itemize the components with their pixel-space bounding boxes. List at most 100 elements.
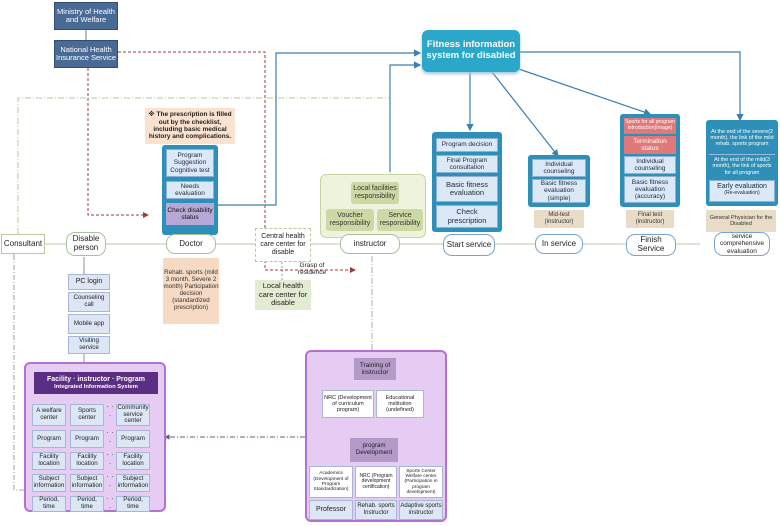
ellipsis-dots: · · ·	[106, 450, 114, 468]
nrc-text: NRC (Development of curriculum program)	[324, 394, 372, 414]
nrc2-box: NRC (Program development certification)	[355, 466, 397, 498]
final-panel-text: Termination status	[633, 137, 667, 152]
facility-cell: Facility location	[70, 452, 104, 470]
edu-text: Educational institution (undefined)	[385, 394, 415, 414]
doctor-node: Doctor	[166, 234, 216, 254]
rehab-note: Rehab. sports (mild 3 month, Severe 2 mo…	[163, 258, 219, 324]
start-panel-item: Basic fitness evaluation	[436, 176, 498, 202]
midtest-label-text: Mid-test (instructor)	[544, 212, 574, 225]
facility-cell: Facility location	[32, 452, 66, 470]
facility-cell: Subject information	[32, 474, 66, 492]
disable-person-text: Disable person	[72, 234, 100, 252]
service-eval-node: service comprehensive evaluation	[714, 232, 770, 256]
ellipsis-dots: · · ·	[106, 494, 114, 512]
start-panel: Program decision Final Program consultat…	[432, 132, 502, 232]
midtest-panel-item: Basic fitness evaluation (simple)	[532, 179, 586, 203]
nrc-box: NRC (Development of curriculum program)	[322, 390, 374, 418]
service-eval-text: service comprehensive evaluation	[719, 233, 765, 255]
midtest-panel-text: Individual counseling	[543, 160, 575, 175]
voucher-text: Voucher responsibility	[329, 212, 371, 227]
service-text: Service responsibility	[379, 212, 421, 227]
in-service-node: In service	[535, 234, 583, 254]
service-counseling-call: Counseling call	[68, 292, 110, 312]
start-service-node: Start service	[443, 234, 495, 256]
grasp-label: Grasp of residence	[292, 260, 332, 278]
facility-cell: Facility location	[116, 452, 150, 470]
program-dev-box: program Development	[350, 438, 398, 462]
local-health-box: Local health care center for disable	[255, 280, 311, 310]
grasp-text: Grasp of residence	[297, 261, 327, 276]
professor-text: Professor	[316, 506, 346, 514]
facility-cell: Period, time	[70, 496, 104, 512]
start-panel-item: Check prescription	[436, 205, 498, 228]
central-health-node: Central health care center for disable	[255, 228, 311, 262]
facility-system-title: Facility · instructor · Program Integrat…	[34, 372, 158, 394]
finish-service-text: Finish Service	[637, 235, 665, 253]
instructor-node: instructor	[340, 234, 400, 254]
nrc2-text: NRC (Program development certification)	[359, 472, 393, 490]
prescription-note: ※ The prescription is filled out by the …	[145, 108, 235, 144]
facility-cell: Program	[116, 430, 150, 448]
service-text: Counseling call	[73, 294, 105, 308]
final-panel-item: Sports for all program introduction(Imag…	[624, 118, 676, 134]
eval-panel-item: At the end of the mild(3 month), the lin…	[709, 154, 775, 178]
final-panel-item: Termination status	[624, 136, 676, 154]
consultant-node: Consultant	[1, 234, 45, 254]
service-box: Service responsibility	[377, 209, 423, 231]
midtest-panel: Individual counseling Basic fitness eval…	[528, 155, 590, 207]
local-health-text: Local health care center for disable	[258, 281, 308, 308]
facility-column-header: Community service center	[116, 403, 150, 426]
start-panel-text: Check prescription	[447, 207, 487, 225]
ellipsis-dots: · · ·	[106, 472, 114, 490]
start-panel-item: Program decision	[436, 138, 498, 152]
facility-title-line2: Integrated Information System	[54, 383, 138, 390]
final-panel-item: Basic fitness evaluation (accuracy)	[624, 176, 676, 203]
final-panel-item: Individual counseling	[624, 156, 676, 174]
general-physician-text: General Physician for the Disabled	[709, 214, 773, 227]
doctor-panel-item: Needs evaluation	[166, 181, 214, 199]
rehab-note-text: Rehab. sports (mild 3 month, Severe 2 mo…	[163, 269, 219, 311]
start-panel-text: Basic fitness evaluation	[445, 179, 489, 197]
facility-cell: Program	[32, 430, 66, 448]
facility-cell: Period, time	[32, 496, 66, 512]
re-eval-text: (Re-evaluation)	[724, 190, 760, 196]
ministry-box: Ministry of Health and Welfare	[54, 2, 118, 30]
sports-center-text: Sports Center Welfare center (Participat…	[404, 468, 438, 496]
doctor-panel: Program Suggestion Cognitive test Needs …	[162, 145, 218, 235]
start-service-text: Start service	[446, 239, 492, 249]
final-panel-text: Sports for all program introduction(Imag…	[625, 119, 675, 131]
eval-panel-text: At the end of the severe(2 month), the l…	[710, 128, 774, 148]
early-eval-text: Early evaluation	[717, 183, 767, 190]
final-panel-text: Basic fitness evaluation (accuracy)	[631, 178, 669, 201]
local-facilities-header-text: Local facilities responsibility	[353, 185, 397, 200]
ellipsis-dots: · · ·	[106, 428, 114, 446]
rehab-instructor-text: Rehab. sports Instructor	[357, 503, 395, 516]
adaptive-instructor-box: Adaptive sports instructor	[399, 500, 443, 520]
doctor-panel-item: Program Suggestion Cognitive test	[166, 149, 214, 177]
fitness-system-label: Fitness information system for disabled	[426, 39, 516, 61]
service-pc-login: PC login	[68, 274, 110, 290]
person-services: PC login Counseling call Mobile app Visi…	[68, 274, 110, 354]
doctor-text: Doctor	[179, 238, 203, 248]
edu-box: Educational institution (undefined)	[376, 390, 424, 418]
nhis-label: National Health Insurance Service	[55, 44, 117, 62]
facility-column-header: Sports center	[70, 404, 104, 426]
training-title: Training of instructor	[354, 358, 396, 380]
prescription-note-text: ※ The prescription is filled out by the …	[148, 111, 232, 141]
adaptive-instructor-text: Adaptive sports instructor	[400, 503, 442, 516]
midtest-label: Mid-test (instructor)	[534, 210, 584, 228]
rehab-instructor-box: Rehab. sports Instructor	[355, 500, 397, 520]
service-text: Mobile app	[73, 319, 105, 327]
start-panel-item: Final Program consultation	[436, 155, 498, 173]
facility-cell: Program	[70, 430, 104, 448]
doctor-panel-item: Check disability status	[166, 203, 214, 225]
service-text: Visiting service	[79, 337, 99, 351]
local-facilities-header: Local facilities responsibility	[351, 182, 399, 204]
midtest-panel-text: Basic fitness evaluation (simple)	[540, 180, 578, 202]
facility-title-line1: Facility · instructor · Program	[46, 375, 146, 383]
central-health-text: Central health care center for disable	[260, 233, 306, 256]
doctor-panel-text: Needs evaluation	[175, 182, 205, 197]
program-dev-text: program Development	[355, 442, 393, 456]
service-mobile-app: Mobile app	[68, 314, 110, 334]
general-physician-label: General Physician for the Disabled	[706, 210, 776, 232]
